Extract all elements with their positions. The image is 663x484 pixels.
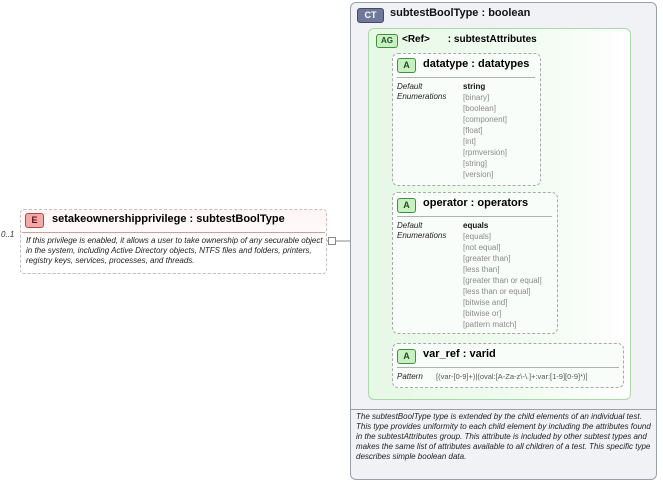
attribute-datatype-separator: [397, 77, 535, 78]
attribute-operator-title: operator : operators: [423, 197, 529, 209]
attribute-group-name: : subtestAttributes: [447, 34, 537, 45]
default-value: equals: [463, 221, 489, 230]
default-label: Default: [397, 82, 423, 91]
attribute-group-ref: <Ref>: [402, 34, 430, 45]
attribute-var-ref-badge: A: [397, 349, 416, 364]
enumerations-label: Enumerations: [397, 231, 447, 240]
enum-item: [pattern match]: [463, 320, 517, 329]
attribute-datatype-labels: Default Enumerations: [397, 82, 446, 102]
element-description: If this privilege is enabled, it allows …: [26, 236, 323, 265]
complex-type-description: The subtestBoolType type is extended by …: [356, 412, 651, 461]
enum-item: [boolean]: [463, 104, 496, 113]
element-separator: [22, 232, 325, 233]
default-label: Default: [397, 221, 423, 230]
attribute-datatype-values: string [binary] [boolean] [component] [f…: [463, 81, 507, 180]
enum-item: [component]: [463, 115, 508, 124]
complex-type-badge: CT: [357, 8, 384, 23]
attribute-operator-labels: Default Enumerations: [397, 221, 446, 241]
enum-item: [version]: [463, 170, 494, 179]
default-value: string: [463, 82, 486, 91]
attribute-datatype-badge: A: [397, 58, 416, 73]
attribute-operator-box[interactable]: [392, 192, 558, 334]
element-title: setakeownershipprivilege : subtestBoolTy…: [52, 213, 285, 225]
enum-item: [bitwise and]: [463, 298, 508, 307]
attribute-group-badge: AG: [376, 34, 398, 48]
enum-item: [string]: [463, 159, 488, 168]
pattern-label: Pattern: [397, 372, 423, 381]
enum-item: [not equal]: [463, 243, 501, 252]
element-box[interactable]: [20, 209, 327, 274]
element-multiplicity: 0..1: [1, 230, 15, 239]
attribute-operator-separator: [397, 216, 552, 217]
enum-item: [equals]: [463, 232, 492, 241]
complex-type-title[interactable]: subtestBoolType : boolean: [390, 7, 531, 19]
sequence-connector-icon[interactable]: [328, 237, 336, 245]
pattern-value: [(var-[0-9]+)|(oval:[A-Za-z\-\.]+:var:[1…: [436, 372, 588, 381]
attribute-operator-values: equals [equals] [not equal] [greater tha…: [463, 220, 542, 330]
complex-type-separator: [351, 409, 656, 410]
enum-item: [rpmversion]: [463, 148, 508, 157]
enum-item: [float]: [463, 126, 483, 135]
attribute-operator-badge: A: [397, 198, 416, 213]
enum-item: [bitwise or]: [463, 309, 502, 318]
attribute-var-ref-title: var_ref : varid: [423, 348, 496, 360]
attribute-group-title[interactable]: <Ref> : subtestAttributes: [402, 34, 537, 45]
enum-item: [greater than or equal]: [463, 276, 542, 285]
enum-item: [greater than]: [463, 254, 511, 263]
attribute-datatype-box[interactable]: [392, 53, 541, 186]
attribute-var-ref-box[interactable]: [392, 343, 624, 388]
attribute-datatype-title: datatype : datatypes: [423, 58, 530, 70]
enum-item: [binary]: [463, 93, 490, 102]
attribute-var-ref-separator: [397, 367, 619, 368]
enum-item: [less than]: [463, 265, 500, 274]
enum-item: [less than or equal]: [463, 287, 531, 296]
enum-item: [int]: [463, 137, 476, 146]
element-badge: E: [25, 213, 44, 228]
enumerations-label: Enumerations: [397, 92, 447, 101]
